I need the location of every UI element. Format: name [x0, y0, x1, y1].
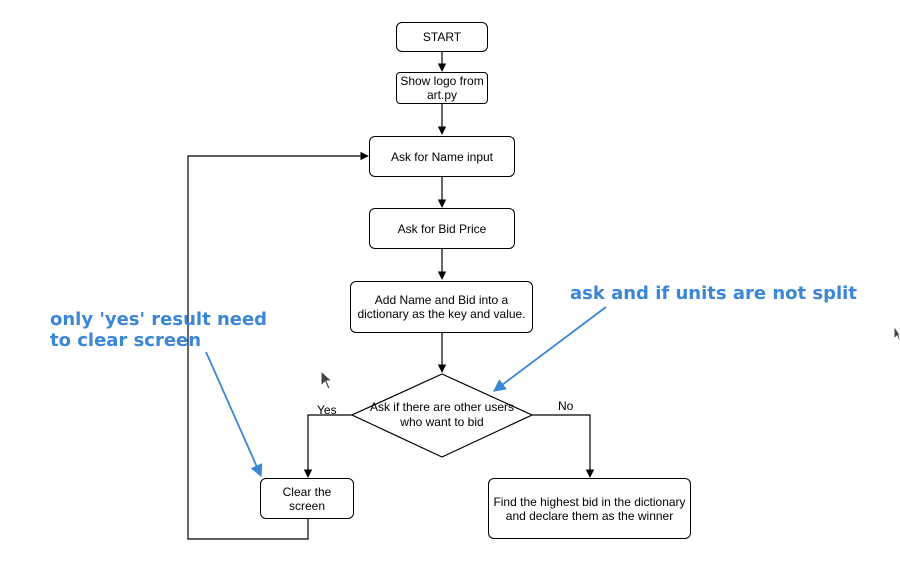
ask-bid-node: Ask for Bid Price: [369, 208, 515, 249]
find-winner-label: Find the highest bid in the dictionary a…: [493, 494, 686, 523]
ask-name-node: Ask for Name input: [369, 136, 515, 177]
annotation-arrow-right: [492, 306, 607, 392]
mouse-cursor-icon: [893, 325, 900, 342]
ask-bid-label: Ask for Bid Price: [397, 221, 487, 236]
start-node-label: START: [422, 30, 462, 44]
no-edge-label: No: [558, 399, 574, 413]
add-dict-node: Add Name and Bid into a dictionary as th…: [350, 281, 533, 333]
connector-decision-no: [532, 414, 595, 478]
right-annotation-note: ask and if units are not split: [570, 283, 857, 304]
clear-screen-label: Clear the screen: [282, 484, 332, 513]
yes-edge-label: Yes: [317, 403, 337, 417]
show-logo-node: Show logo from art.py: [396, 72, 488, 104]
connector-loop-back: [187, 151, 369, 540]
show-logo-label: Show logo from art.py: [400, 74, 484, 102]
annotation-arrow-left: [205, 351, 263, 478]
left-annotation-note: only 'yes' result need to clear screen: [50, 309, 268, 351]
decision-label: Ask if there are other users who want to…: [369, 400, 515, 429]
mouse-cursor-icon: [320, 370, 334, 390]
ask-name-label: Ask for Name input: [390, 149, 494, 164]
connector-decision-yes: [303, 414, 352, 478]
find-winner-node: Find the highest bid in the dictionary a…: [488, 478, 691, 539]
decision-diamond: [350, 373, 534, 458]
start-node: START: [396, 22, 488, 52]
clear-screen-node: Clear the screen: [260, 478, 354, 519]
add-dict-label: Add Name and Bid into a dictionary as th…: [357, 293, 526, 321]
